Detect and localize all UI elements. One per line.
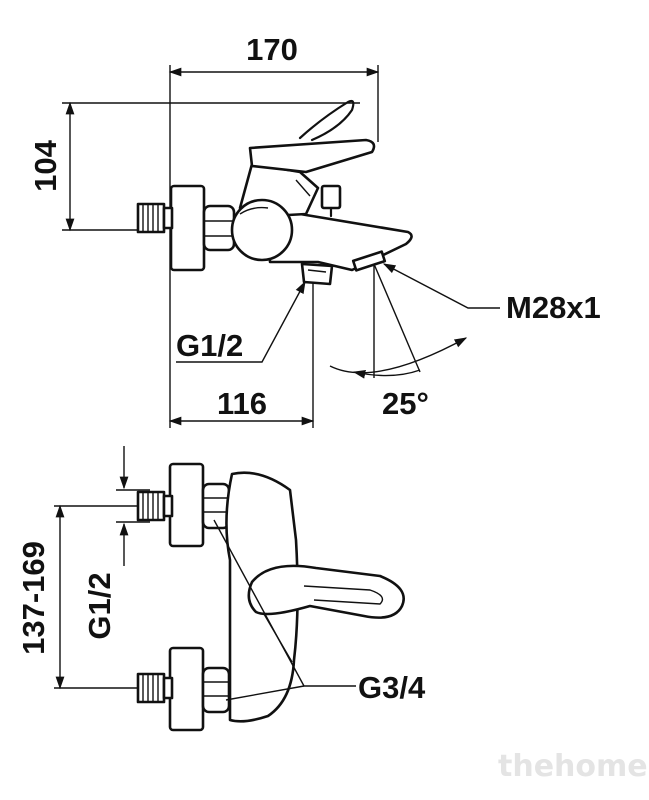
aerator: [351, 250, 387, 272]
front-view: 137-169 G1/2 G3/4: [16, 446, 426, 732]
hose-thread-label: G3/4: [358, 670, 426, 705]
lower-flange: [168, 646, 205, 732]
front-inlet-thread-label: G1/2: [82, 572, 117, 639]
front-lever: [247, 564, 405, 619]
inlet-thread: [136, 202, 166, 234]
aerator-thread-label: M28x1: [506, 290, 601, 325]
hose-outlet: [300, 262, 334, 286]
upper-nut: [201, 482, 231, 530]
upper-inlet-thread: [136, 490, 166, 522]
upper-flange: [168, 462, 205, 548]
lower-inlet-thread: [136, 672, 166, 704]
dimension-height-label: 104: [28, 139, 63, 191]
lever-tilt-outline: [298, 99, 355, 142]
lower-nut: [201, 666, 231, 714]
watermark: thehome: [498, 749, 648, 784]
wall-flange: [169, 184, 206, 272]
diverter-knob: [320, 184, 342, 210]
side-view: 170 104 116 G1/2 M28x1 25°: [28, 32, 601, 428]
union-nut: [202, 204, 236, 252]
swivel-angle-label: 25°: [382, 386, 429, 421]
dimension-outlet-offset-label: 116: [217, 386, 267, 421]
dimension-width-label: 170: [246, 32, 298, 67]
inlet-thread-label: G1/2: [176, 328, 243, 363]
mixer-cylinder: [230, 198, 294, 262]
lever-handle: [248, 138, 376, 174]
connection-range-label: 137-169: [16, 541, 51, 655]
